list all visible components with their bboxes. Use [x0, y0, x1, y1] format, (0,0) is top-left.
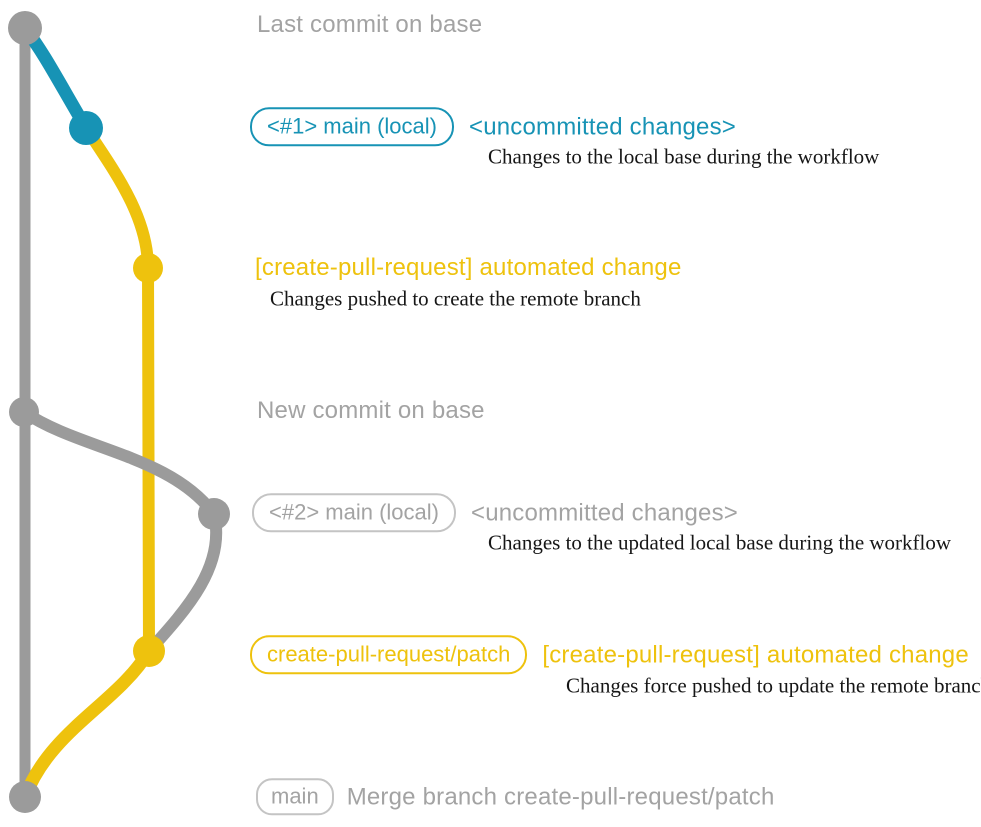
caption-pushed-create: Changes pushed to create the remote bran… — [270, 286, 641, 311]
row-new-commit: New commit on base — [257, 397, 485, 425]
automated-change-label-2: [create-pull-request] automated change — [542, 640, 969, 668]
commit-dot-main-local-2 — [198, 498, 230, 530]
branch-badge-main: main — [256, 778, 334, 816]
uncommitted-changes-label-2: <uncommitted changes> — [470, 498, 739, 526]
patch-branch-line — [80, 122, 155, 657]
branch-badge-main-local-2: <#2> main (local) — [252, 493, 456, 533]
row-main-local-2: <#2> main (local) <uncommitted changes> — [252, 493, 739, 533]
branch-badge-patch: create-pull-request/patch — [250, 635, 528, 675]
row-last-commit: Last commit on base — [257, 11, 482, 39]
main-local-branch-line-2 — [18, 406, 220, 520]
branch-badge-main-local-1: <#1> main (local) — [250, 107, 454, 147]
row-merge: main Merge branch create-pull-request/pa… — [256, 778, 775, 816]
force-push-line — [143, 508, 223, 657]
commit-dot-main-local-1 — [69, 111, 103, 145]
new-commit-label: New commit on base — [257, 397, 485, 424]
merge-commit-label: Merge branch create-pull-request/patch — [346, 782, 775, 810]
commit-dot-new-base — [9, 397, 39, 427]
automated-change-label-1: [create-pull-request] automated change — [255, 254, 682, 281]
row-automated-change-2: create-pull-request/patch [create-pull-r… — [250, 635, 969, 675]
commit-dot-automated-change-1 — [133, 253, 163, 283]
merge-line — [18, 644, 156, 804]
caption-local-base: Changes to the local base during the wor… — [488, 144, 880, 169]
last-commit-label: Last commit on base — [257, 11, 483, 38]
main-local-branch-line-1 — [18, 21, 93, 135]
caption-updated-local-base: Changes to the updated local base during… — [488, 530, 952, 555]
commit-dot-merge — [9, 781, 41, 813]
row-automated-change-1: [create-pull-request] automated change — [255, 254, 682, 282]
row-main-local-1: <#1> main (local) <uncommitted changes> — [250, 107, 737, 147]
caption-force-pushed: Changes force pushed to update the remot… — [566, 673, 981, 698]
uncommitted-changes-label-1: <uncommitted changes> — [468, 112, 737, 140]
commit-dot-automated-change-2 — [133, 635, 165, 667]
commit-dot-last-base — [8, 11, 42, 45]
